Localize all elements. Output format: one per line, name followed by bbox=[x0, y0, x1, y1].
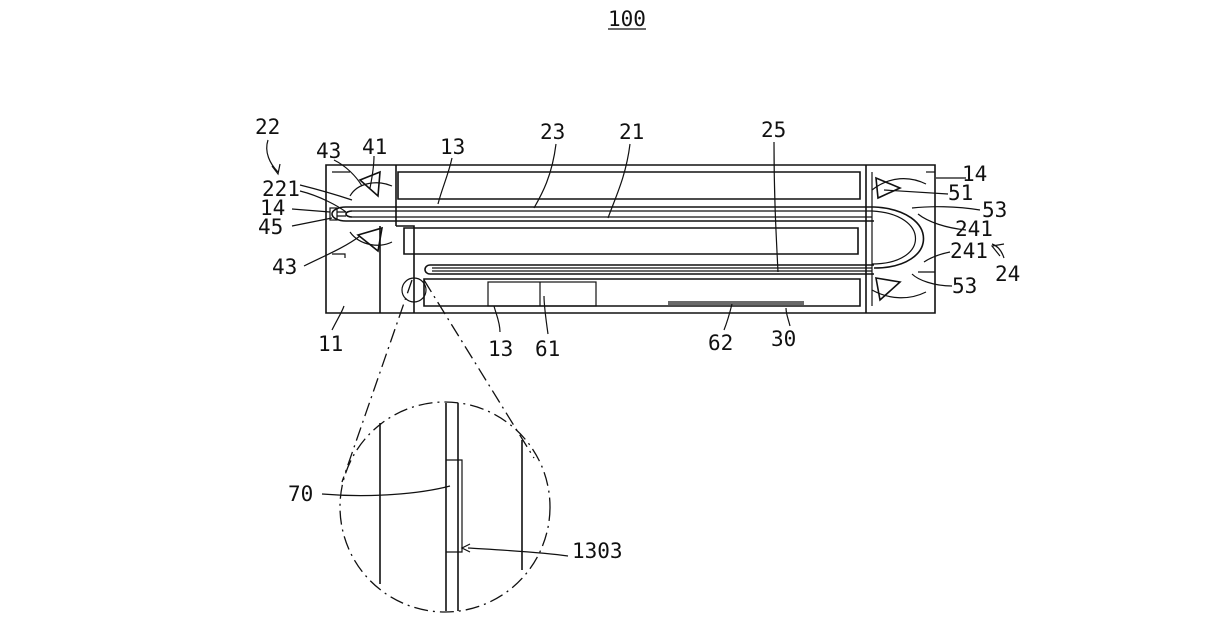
label-14-left: 14 bbox=[260, 196, 285, 220]
label-14-right: 14 bbox=[962, 162, 987, 186]
label-45: 45 bbox=[258, 215, 283, 239]
left-guides bbox=[329, 170, 393, 253]
label-43-bottom: 43 bbox=[272, 255, 297, 279]
label-241-lower: 241 bbox=[950, 239, 988, 263]
label-22: 22 bbox=[255, 115, 280, 139]
label-221: 221 bbox=[262, 177, 300, 201]
label-1303: 1303 bbox=[572, 539, 623, 563]
label-24: 24 bbox=[995, 262, 1020, 286]
label-241-upper: 241 bbox=[955, 217, 993, 241]
flex-boards bbox=[331, 206, 925, 275]
detail-view bbox=[339, 279, 551, 613]
label-62: 62 bbox=[708, 331, 733, 355]
label-53-upper: 53 bbox=[982, 198, 1007, 222]
right-guides bbox=[871, 176, 927, 302]
label-11: 11 bbox=[318, 332, 343, 356]
leader-lines bbox=[266, 139, 1005, 557]
detail-marker bbox=[401, 277, 427, 303]
label-53-lower: 53 bbox=[952, 274, 977, 298]
reference-labels: 22 43 41 13 23 21 25 14 51 53 241 241 24… bbox=[255, 115, 1020, 563]
label-51: 51 bbox=[948, 181, 973, 205]
label-13-bottom: 13 bbox=[488, 337, 513, 361]
label-13-top: 13 bbox=[440, 135, 465, 159]
label-30: 30 bbox=[771, 327, 796, 351]
components bbox=[487, 281, 804, 307]
label-23: 23 bbox=[540, 120, 565, 144]
label-25: 25 bbox=[761, 118, 786, 142]
label-70: 70 bbox=[288, 482, 313, 506]
label-41: 41 bbox=[362, 135, 387, 159]
label-43-top: 43 bbox=[316, 139, 341, 163]
housing bbox=[325, 164, 936, 314]
figure-number: 100 bbox=[608, 7, 646, 31]
label-61: 61 bbox=[535, 337, 560, 361]
label-21: 21 bbox=[619, 120, 644, 144]
